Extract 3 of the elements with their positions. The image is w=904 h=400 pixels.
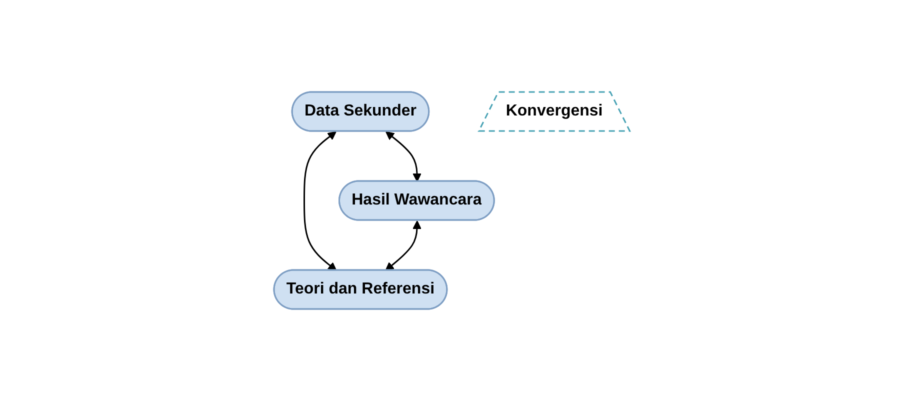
arrow [385,220,422,270]
arrow [304,130,337,270]
arrow [386,130,422,182]
